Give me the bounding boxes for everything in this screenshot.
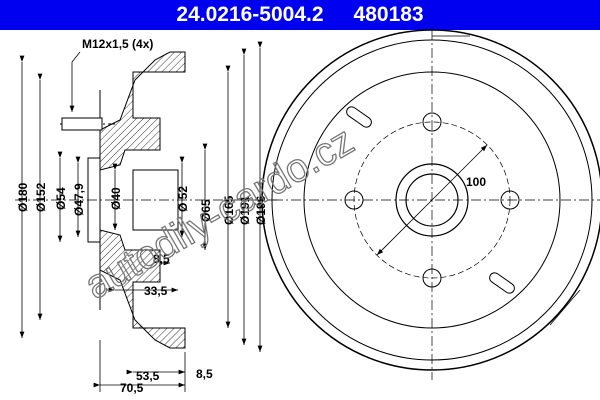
dim-d52: Ø 52 [176, 186, 190, 212]
dim-len-70-5: 70,5 [120, 381, 144, 395]
dim-d40: Ø40 [109, 187, 123, 210]
dim-d165: Ø165 [222, 195, 236, 225]
dim-d191: Ø191 [238, 195, 252, 225]
dim-d180: Ø180 [16, 182, 30, 212]
dim-len-53-5: 53,5 [136, 369, 160, 383]
thread-label: M12x1,5 (4x) [82, 37, 153, 51]
title-bar: 24.0216-5004.2 480183 [0, 0, 600, 30]
drum-section-top [99, 51, 186, 171]
dim-len-33-5: 33,5 [144, 284, 168, 298]
dim-d47-9: Ø47,9 [72, 183, 86, 216]
dim-d65: Ø65 [199, 199, 213, 222]
dim-len-8-5-b: 8,5 [196, 367, 213, 381]
part-number: 24.0216-5004.2 [176, 3, 324, 26]
pcd-label: 100 [466, 175, 486, 189]
side-section-view [15, 51, 280, 349]
adjuster-slot [346, 106, 372, 128]
front-view [255, 29, 600, 380]
dim-len-8-5-a: 8,5 [153, 252, 170, 266]
wheel-stud [61, 117, 103, 131]
bolt-hole [500, 190, 520, 210]
dim-d196: Ø196 [254, 195, 268, 225]
ref-number: 480183 [353, 3, 424, 26]
drum-section-bottom [99, 229, 186, 349]
dim-d152: Ø152 [34, 182, 48, 212]
dimension-labels: M12x1,5 (4x) Ø180 Ø152 Ø54 Ø47,9 Ø40 Ø 5… [16, 37, 268, 395]
dim-d54: Ø54 [54, 187, 68, 210]
adjuster-slot [489, 272, 515, 294]
bolt-hole [422, 112, 442, 132]
